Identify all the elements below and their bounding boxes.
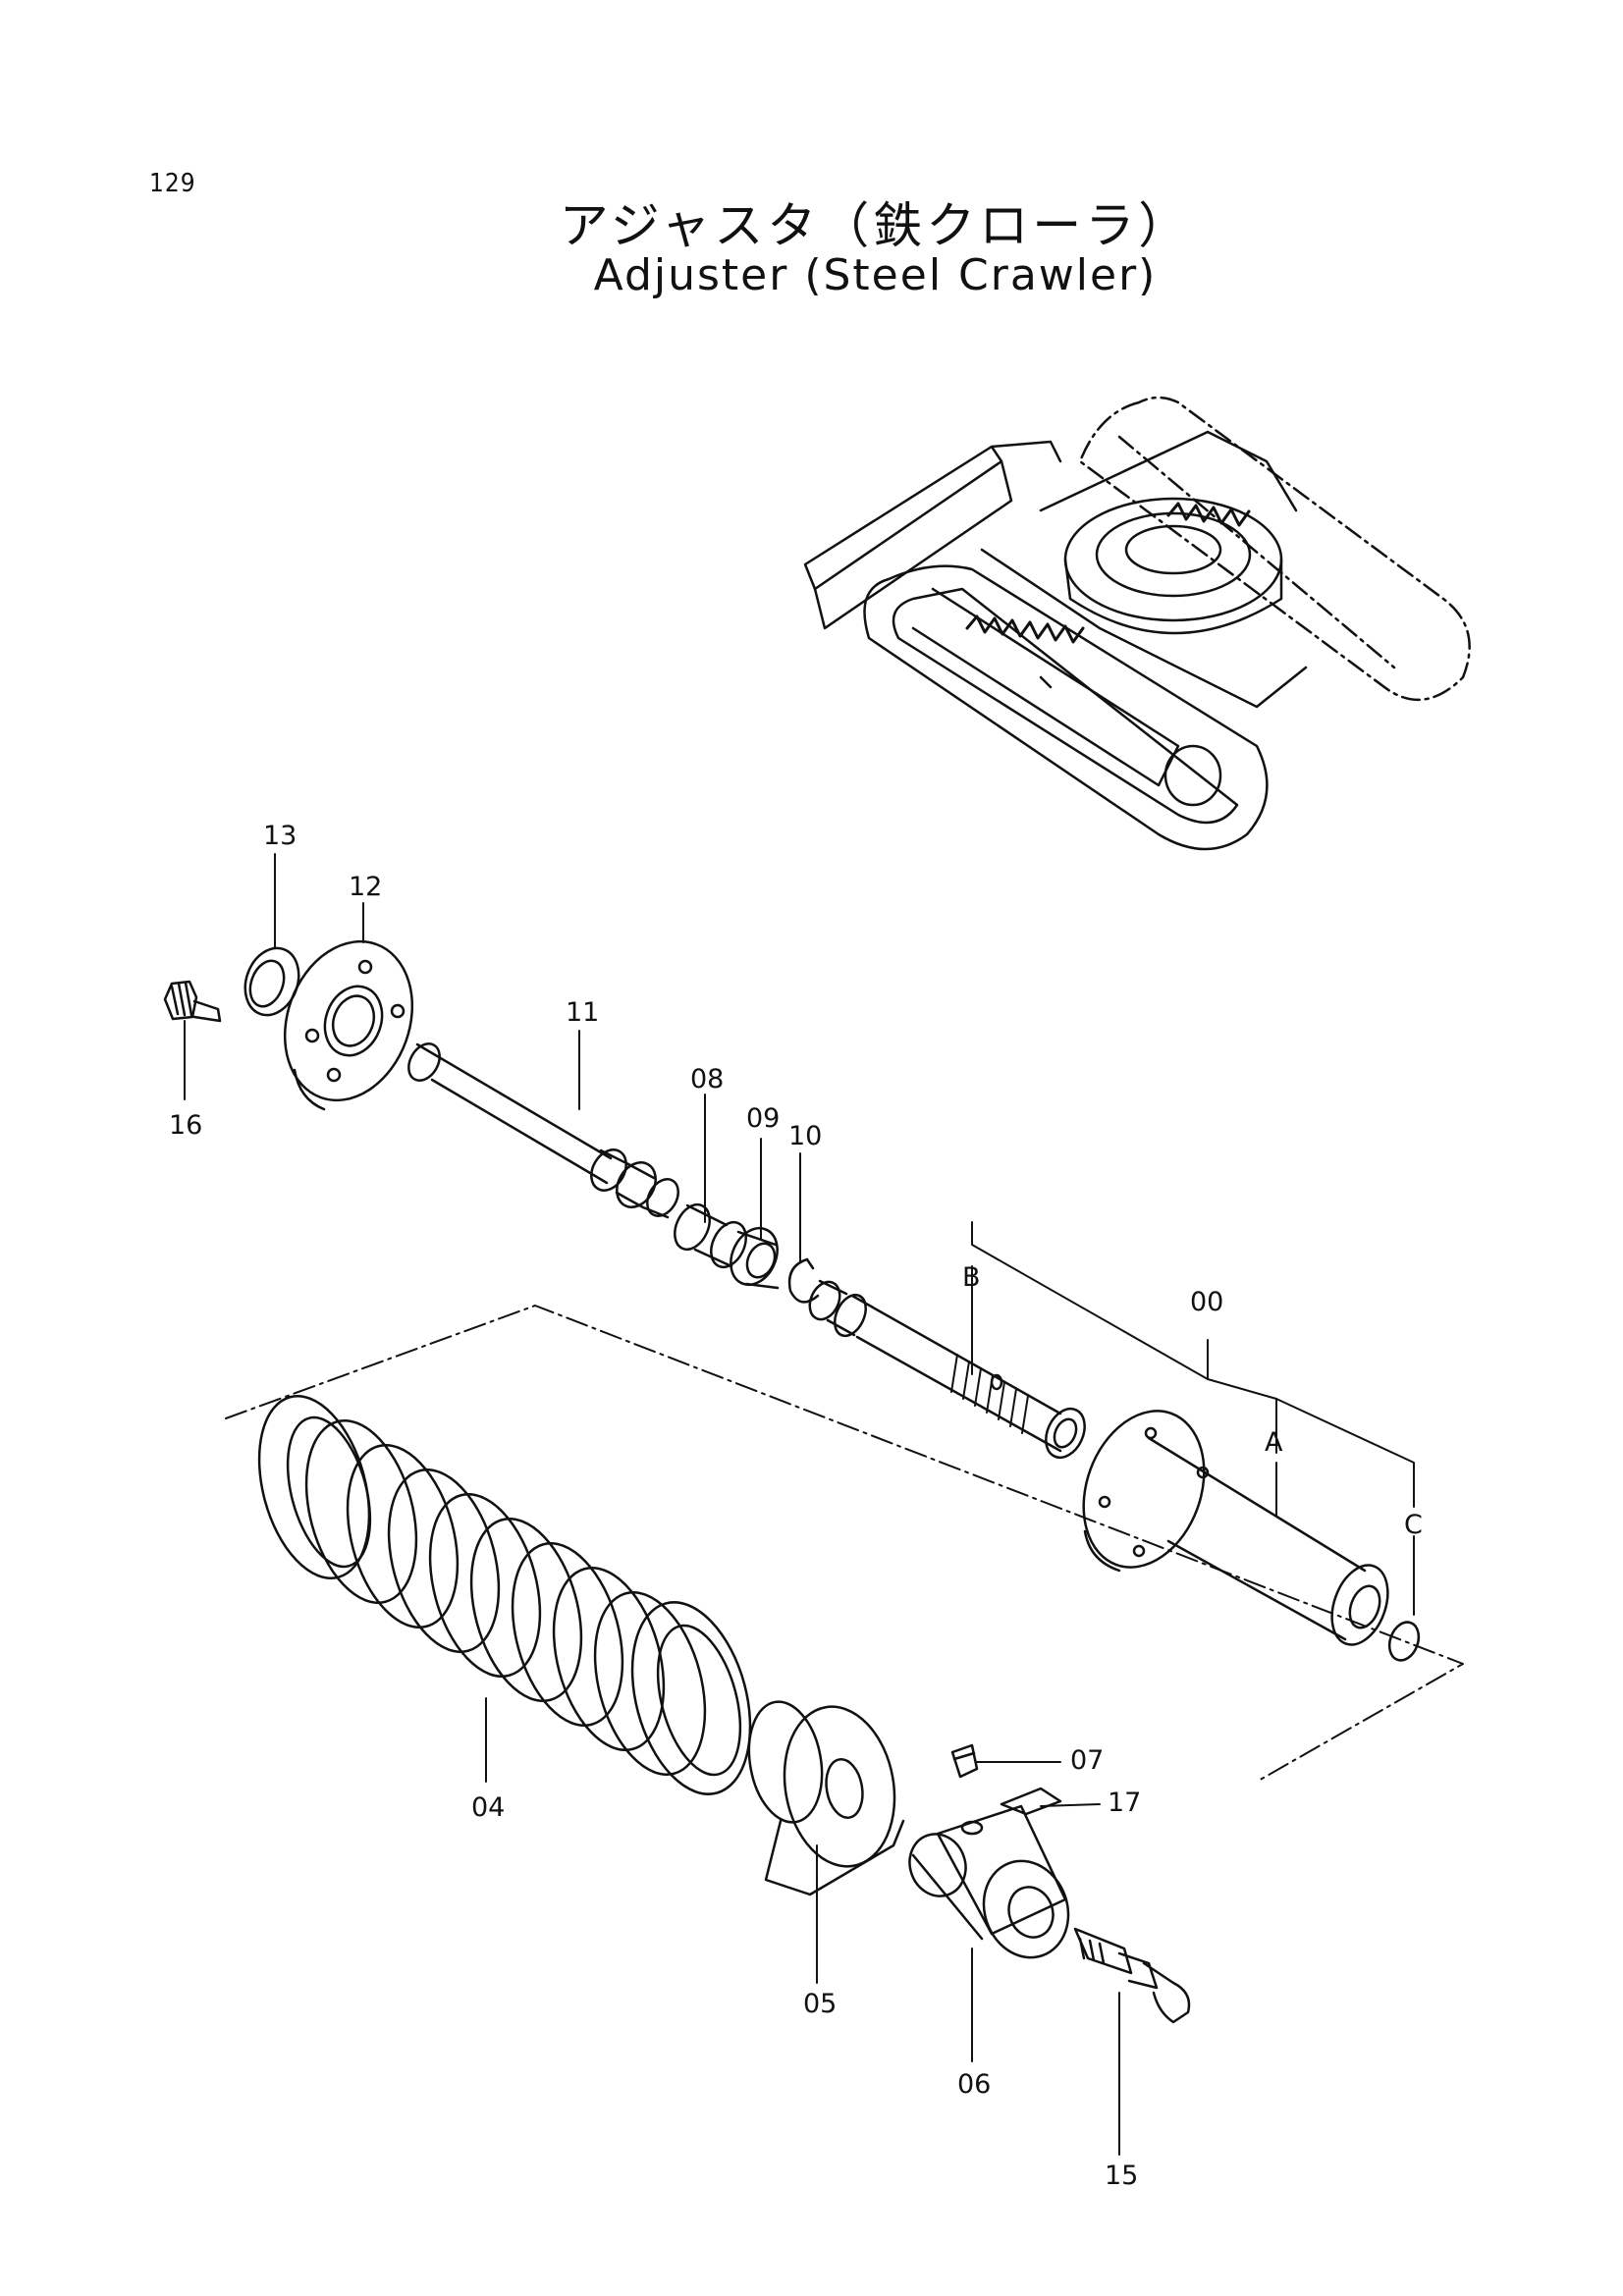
callout-16: 16 bbox=[169, 1110, 202, 1141]
part-17-plate bbox=[1000, 1787, 1062, 1816]
callout-13: 13 bbox=[263, 821, 297, 851]
callout-00: 00 bbox=[1190, 1287, 1223, 1317]
callout-11: 11 bbox=[566, 997, 599, 1028]
part-10-snap-ring bbox=[787, 1257, 820, 1304]
part-c-o-ring bbox=[1387, 1621, 1421, 1662]
callout-10: 10 bbox=[788, 1121, 822, 1151]
part-05-spring-seat bbox=[747, 1700, 905, 1896]
part-a-cylinder bbox=[1082, 1410, 1389, 1646]
callout-05: 05 bbox=[803, 1989, 837, 2019]
callout-17: 17 bbox=[1108, 1788, 1141, 1818]
callout-06: 06 bbox=[957, 2069, 991, 2100]
part-12-flange bbox=[283, 939, 414, 1111]
callout-09: 09 bbox=[746, 1103, 780, 1134]
callout-04: 04 bbox=[471, 1792, 505, 1823]
title-japanese: アジャスタ（鉄クローラ） bbox=[559, 197, 1192, 254]
part-06-block bbox=[908, 1804, 1070, 1959]
part-07-plug bbox=[950, 1743, 979, 1779]
callout-08: 08 bbox=[690, 1064, 724, 1095]
part-08-bushing bbox=[674, 1202, 747, 1269]
part-04-spring bbox=[257, 1395, 752, 1795]
title-english: Adjuster (Steel Crawler) bbox=[593, 250, 1158, 300]
callout-labels: 13 12 16 11 08 09 10 B 00 A C 04 07 17 0… bbox=[169, 821, 1423, 2191]
part-11-shaft bbox=[407, 1042, 679, 1219]
part-09-bearing bbox=[730, 1227, 780, 1290]
assembly-plane-outline bbox=[225, 1305, 1464, 1783]
callout-b: B bbox=[962, 1262, 981, 1293]
part-b-rod bbox=[808, 1279, 1086, 1460]
callout-15: 15 bbox=[1105, 2161, 1138, 2191]
callout-12: 12 bbox=[349, 872, 382, 902]
callout-07: 07 bbox=[1070, 1745, 1104, 1776]
callout-c: C bbox=[1404, 1510, 1423, 1540]
part-13-ring bbox=[243, 946, 300, 1017]
callout-a: A bbox=[1265, 1427, 1283, 1458]
part-15-grease-fitting bbox=[1073, 1927, 1191, 2024]
leader-lines bbox=[184, 853, 1415, 2156]
part-16-bolt bbox=[163, 980, 222, 1023]
undercarriage-overview-illustration bbox=[803, 396, 1471, 851]
page-number: 129 bbox=[149, 169, 196, 198]
